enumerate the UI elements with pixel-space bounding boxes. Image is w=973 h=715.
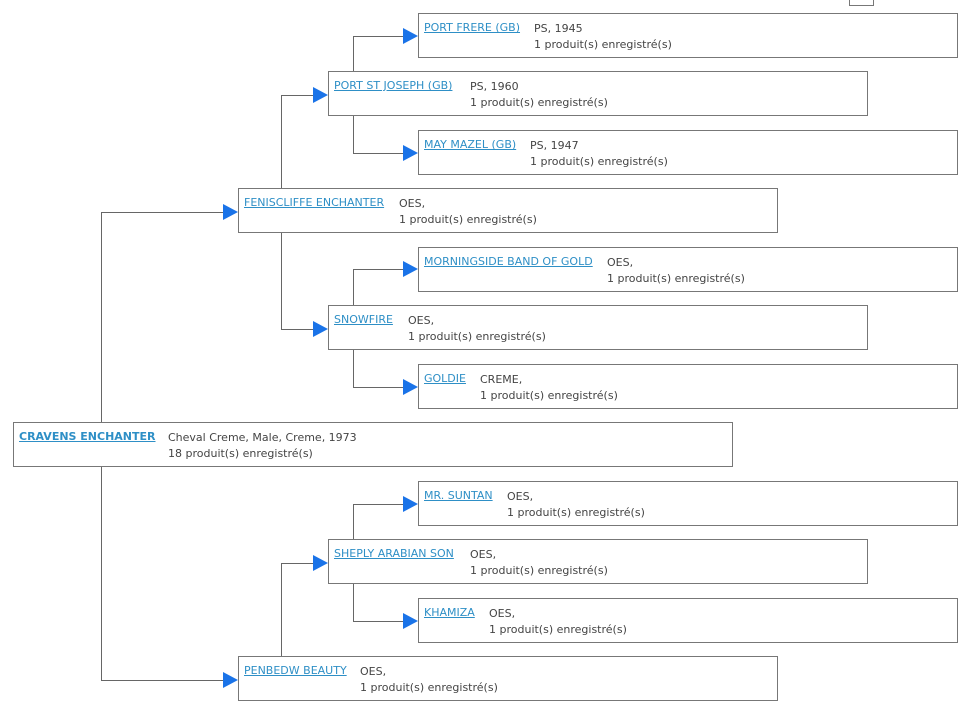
horse-card-sss: PORT FRERE (GB) PS, 1945 1 produit(s) en… (418, 13, 958, 58)
arrow-right-icon (403, 145, 418, 161)
connector-line (101, 680, 225, 681)
connector-line (353, 350, 354, 387)
arrow-right-icon (313, 87, 328, 103)
horse-card-sire: FENISCLIFFE ENCHANTER OES, 1 produit(s) … (238, 188, 778, 233)
connector-line (281, 233, 282, 329)
horse-count: 1 produit(s) enregistré(s) (470, 96, 608, 109)
horse-count: 1 produit(s) enregistré(s) (534, 38, 672, 51)
horse-link-subject[interactable]: CRAVENS ENCHANTER (19, 430, 156, 443)
connector-line (281, 95, 282, 188)
horse-link-dam[interactable]: PENBEDW BEAUTY (244, 664, 347, 677)
horse-link-sds[interactable]: MORNINGSIDE BAND OF GOLD (424, 255, 593, 268)
horse-count: 1 produit(s) enregistré(s) (399, 213, 537, 226)
horse-card-sire-dam: SNOWFIRE OES, 1 produit(s) enregistré(s) (328, 305, 868, 350)
horse-card-dam-sire: SHEPLY ARABIAN SON OES, 1 produit(s) enr… (328, 539, 868, 584)
horse-info: OES, (489, 607, 516, 620)
horse-details: OES, 1 produit(s) enregistré(s) (399, 196, 537, 228)
connector-line (281, 329, 315, 330)
arrow-right-icon (223, 204, 238, 220)
horse-info: OES, (408, 314, 435, 327)
horse-count: 1 produit(s) enregistré(s) (480, 389, 618, 402)
horse-details: OES, 1 produit(s) enregistré(s) (507, 489, 645, 521)
horse-card-dsd: KHAMIZA OES, 1 produit(s) enregistré(s) (418, 598, 958, 643)
horse-count: 1 produit(s) enregistré(s) (360, 681, 498, 694)
horse-details: OES, 1 produit(s) enregistré(s) (489, 606, 627, 638)
horse-details: OES, 1 produit(s) enregistré(s) (360, 664, 498, 696)
horse-info: CREME, (480, 373, 523, 386)
arrow-right-icon (403, 613, 418, 629)
connector-line (281, 563, 282, 656)
horse-link-sire[interactable]: FENISCLIFFE ENCHANTER (244, 196, 385, 209)
horse-info: PS, 1947 (530, 139, 579, 152)
horse-link-dsd[interactable]: KHAMIZA (424, 606, 475, 619)
connector-line (101, 212, 225, 213)
horse-card-dam: PENBEDW BEAUTY OES, 1 produit(s) enregis… (238, 656, 778, 701)
connector-line (281, 563, 315, 564)
horse-details: OES, 1 produit(s) enregistré(s) (607, 255, 745, 287)
horse-count: 1 produit(s) enregistré(s) (607, 272, 745, 285)
horse-info: PS, 1960 (470, 80, 519, 93)
horse-details: PS, 1947 1 produit(s) enregistré(s) (530, 138, 668, 170)
arrow-right-icon (403, 28, 418, 44)
connector-line (353, 584, 354, 621)
horse-count: 1 produit(s) enregistré(s) (470, 564, 608, 577)
connector-line (353, 504, 354, 539)
horse-details: PS, 1960 1 produit(s) enregistré(s) (470, 79, 608, 111)
horse-count: 18 produit(s) enregistré(s) (168, 447, 313, 460)
connector-line (353, 36, 405, 37)
horse-info: OES, (399, 197, 426, 210)
horse-info: Cheval Creme, Male, Creme, 1973 (168, 431, 357, 444)
horse-count: 1 produit(s) enregistré(s) (408, 330, 546, 343)
connector-line (281, 95, 315, 96)
horse-link-ssd[interactable]: MAY MAZEL (GB) (424, 138, 517, 151)
horse-link-dam-sire[interactable]: SHEPLY ARABIAN SON (334, 547, 454, 560)
connector-line (353, 269, 354, 305)
horse-count: 1 produit(s) enregistré(s) (530, 155, 668, 168)
arrow-right-icon (313, 321, 328, 337)
arrow-right-icon (403, 496, 418, 512)
horse-info: OES, (507, 490, 534, 503)
horse-info: OES, (360, 665, 387, 678)
connector-line (353, 153, 405, 154)
horse-link-sire-dam[interactable]: SNOWFIRE (334, 313, 393, 326)
horse-card-dss: MR. SUNTAN OES, 1 produit(s) enregistré(… (418, 481, 958, 526)
connector-line (353, 36, 354, 71)
connector-line (101, 467, 102, 680)
arrow-right-icon (403, 261, 418, 277)
horse-link-sire-sire[interactable]: PORT ST JOSEPH (GB) (334, 79, 453, 92)
horse-details: CREME, 1 produit(s) enregistré(s) (480, 372, 618, 404)
horse-info: OES, (607, 256, 634, 269)
horse-card-sds: MORNINGSIDE BAND OF GOLD OES, 1 produit(… (418, 247, 958, 292)
horse-card-sire-sire: PORT ST JOSEPH (GB) PS, 1960 1 produit(s… (328, 71, 868, 116)
arrow-right-icon (313, 555, 328, 571)
horse-card-sdd: GOLDIE CREME, 1 produit(s) enregistré(s) (418, 364, 958, 409)
horse-link-dss[interactable]: MR. SUNTAN (424, 489, 493, 502)
arrow-right-icon (403, 379, 418, 395)
horse-card-ssd: MAY MAZEL (GB) PS, 1947 1 produit(s) enr… (418, 130, 958, 175)
corner-box (849, 0, 874, 6)
horse-details: PS, 1945 1 produit(s) enregistré(s) (534, 21, 672, 53)
horse-info: OES, (470, 548, 497, 561)
horse-card-subject: CRAVENS ENCHANTER Cheval Creme, Male, Cr… (13, 422, 733, 467)
connector-line (353, 504, 405, 505)
horse-details: OES, 1 produit(s) enregistré(s) (470, 547, 608, 579)
connector-line (353, 269, 405, 270)
connector-line (353, 621, 405, 622)
horse-details: OES, 1 produit(s) enregistré(s) (408, 313, 546, 345)
horse-count: 1 produit(s) enregistré(s) (489, 623, 627, 636)
horse-info: PS, 1945 (534, 22, 583, 35)
arrow-right-icon (223, 672, 238, 688)
horse-count: 1 produit(s) enregistré(s) (507, 506, 645, 519)
connector-line (101, 212, 102, 423)
connector-line (353, 387, 405, 388)
connector-line (353, 116, 354, 153)
horse-link-sdd[interactable]: GOLDIE (424, 372, 466, 385)
horse-link-sss[interactable]: PORT FRERE (GB) (424, 21, 521, 34)
horse-details: Cheval Creme, Male, Creme, 1973 18 produ… (168, 430, 357, 462)
